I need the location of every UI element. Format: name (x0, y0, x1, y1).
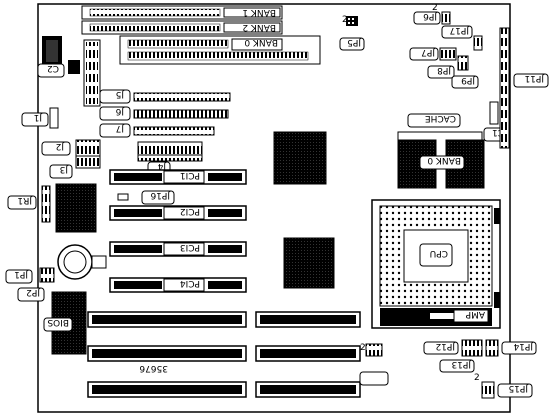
isa-slot-1 (87, 311, 247, 328)
jumper-jp9: JP9 (451, 75, 479, 89)
jp17-label: JP17 (449, 25, 470, 35)
pci-slot-4: PCI4 (109, 277, 247, 293)
jp4-pin-mark: 2 (360, 343, 366, 353)
connector-jp11: JP11 (499, 27, 549, 149)
jumper-jp13: JP13 (439, 359, 475, 373)
bios-label: BIOS (47, 317, 69, 327)
jp7-label: JP7 (421, 47, 436, 57)
cpu-socket: CPU AMP (371, 199, 501, 329)
bank-1-label: BANK 1 (242, 7, 276, 17)
jp6-pin-mark: 2 (432, 3, 438, 13)
bank-2-label: BANK 2 (242, 22, 276, 32)
chipset-north (273, 131, 327, 185)
jp15-pin-mark: 2 (474, 373, 480, 383)
jumper-jp2: JP2 (17, 287, 45, 302)
pci-slot-1: PCI1 (109, 169, 247, 185)
j2-label: J2 (56, 141, 65, 151)
isa-slot-4 (255, 311, 361, 328)
battery (57, 244, 107, 280)
jumper-jp6: JP6 2 (413, 3, 451, 25)
connector-j7: J7 (99, 123, 215, 138)
power-connector (83, 39, 101, 107)
jumper-jp1: JP1 (5, 267, 55, 284)
isa-slot-2 (87, 345, 247, 362)
cpu-label: CPU (430, 248, 448, 258)
pci4-label: PCI4 (180, 278, 200, 288)
jumper-jp5: JP5 2 (339, 15, 365, 51)
j5-label: J5 (116, 89, 125, 99)
jumper-jp12: JP12 (423, 339, 483, 357)
j6-label: J6 (115, 106, 125, 116)
isa-slot-5 (255, 345, 361, 362)
chipset-south (283, 237, 335, 289)
jumper-jp14: JP14 (485, 339, 537, 357)
simm-bank-1: BANK 1 (81, 5, 283, 20)
j4-label: J4 (157, 161, 167, 171)
bank-0-simm-label: BANK 0 (244, 37, 278, 47)
jp2-label: JP2 (26, 287, 41, 297)
connector-j3: J3 (49, 155, 101, 179)
jp16-label: JP16 (150, 190, 171, 200)
connector-j2: J2 (41, 139, 101, 157)
j3-label: J3 (60, 164, 69, 174)
chip-io (55, 183, 97, 233)
jp5-pin-mark: 2 (342, 15, 348, 25)
cache-module: CACHE BANK 0 (397, 113, 485, 189)
jp5-label: JP5 (347, 37, 362, 47)
jp11-label: JP11 (524, 73, 545, 83)
jp15-label: JP15 (508, 383, 529, 393)
isa-slot-6 (255, 381, 361, 398)
capacitor-c2: C2 (37, 60, 80, 78)
jp1-label: JP1 (14, 269, 29, 279)
jp8-label: JP8 (437, 65, 452, 75)
jp9-label: JP9 (461, 75, 476, 85)
resistor-jr1: JR1 (7, 185, 51, 223)
isa-slot-3 (87, 381, 247, 398)
jumper-jp7: JP7 (409, 47, 457, 61)
pci-slot-3: PCI3 (109, 241, 247, 257)
j1-label: J1 (34, 112, 43, 122)
j7-label: J7 (116, 123, 125, 133)
jumper-jp17: JP17 (441, 25, 483, 51)
jumper-jp16: JP16 (117, 190, 175, 205)
bios-chip: BIOS (43, 291, 87, 355)
jumper-jp15: JP15 2 (474, 373, 533, 399)
simm-bank-0: BANK 0 (119, 35, 321, 65)
jr1-label: JR1 (17, 195, 33, 205)
keyboard-connector (42, 36, 62, 66)
pci3-label: PCI3 (180, 242, 200, 252)
connector-j1: J1 (21, 107, 59, 129)
cache-label: CACHE (425, 113, 456, 123)
jp14-label: JP14 (513, 341, 534, 351)
pci-slot-2: PCI2 (109, 205, 247, 221)
simm-bank-2: BANK 2 (81, 20, 283, 35)
c2-label: C2 (47, 63, 59, 73)
pci2-label: PCI2 (180, 206, 200, 216)
jumper-jp8: JP8 (427, 55, 469, 79)
jp13-label: JP13 (451, 359, 472, 369)
c1-label: C1 (492, 127, 504, 137)
bank-0-cache-label: BANK 0 (427, 155, 461, 165)
jp12-label: JP12 (435, 341, 456, 351)
jumper-jp4: 2 (359, 343, 389, 386)
connector-j5: J5 (99, 89, 231, 104)
jp6-label: JP6 (423, 11, 438, 21)
connector-j6: J6 (99, 106, 229, 121)
pci1-label: PCI1 (180, 170, 200, 180)
amp-label: AMP (465, 309, 485, 319)
board-part-number: 35676 (139, 363, 168, 373)
